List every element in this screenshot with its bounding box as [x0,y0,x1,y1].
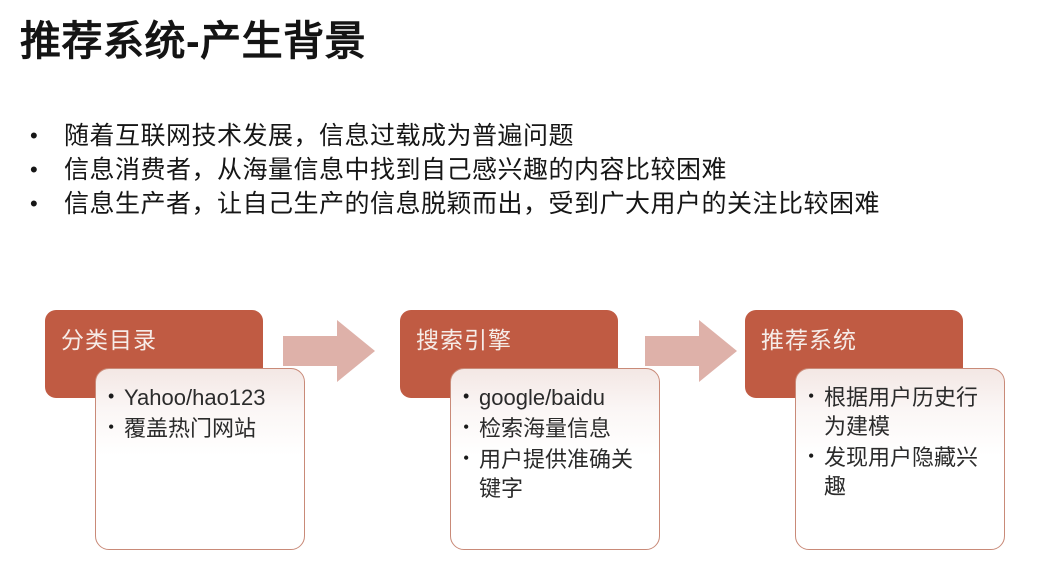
list-item-label: 发现用户隐藏兴趣 [824,445,979,500]
stage-card-list: • 根据用户历史行为建模 • 发现用户隐藏兴趣 [808,383,994,501]
bullet-marker-icon: • [463,417,470,438]
list-item-label: 信息生产者，让自己生产的信息脱颖而出，受到广大用户的关注比较困难 [64,190,881,218]
list-item: • google/baidu [463,383,649,412]
diagram-stage-3: 推荐系统 • 根据用户历史行为建模 • 发现用户隐藏兴趣 [745,300,1035,558]
list-item-label: 覆盖热门网站 [124,416,257,442]
bullet-marker-icon: • [108,417,115,438]
list-item-label: 随着互联网技术发展，信息过载成为普遍问题 [64,122,575,150]
list-item: • 检索海量信息 [463,414,649,443]
bullet-marker-icon: • [30,157,38,182]
list-item-label: 信息消费者，从海量信息中找到自己感兴趣的内容比较困难 [64,156,728,184]
stage-header-label: 搜索引擎 [416,328,512,353]
list-item: • 根据用户历史行为建模 [808,383,994,441]
list-item: • Yahoo/hao123 [108,383,294,412]
list-item: • 信息生产者，让自己生产的信息脱颖而出，受到广大用户的关注比较困难 [30,188,1010,221]
bullet-marker-icon: • [30,123,38,148]
list-item: • 覆盖热门网站 [108,414,294,443]
page-title: 推荐系统-产生背景 [20,18,367,64]
stage-card-list: • google/baidu • 检索海量信息 • 用户提供准确关键字 [463,383,649,503]
bullet-list: • 随着互联网技术发展，信息过载成为普遍问题 • 信息消费者，从海量信息中找到自… [30,120,1010,222]
arrow-right-icon [645,320,737,382]
list-item: • 随着互联网技术发展，信息过载成为普遍问题 [30,120,1010,153]
list-item: • 发现用户隐藏兴趣 [808,443,994,501]
stage-card-2: • google/baidu • 检索海量信息 • 用户提供准确关键字 [450,368,660,550]
bullet-marker-icon: • [808,446,815,467]
stage-card-1: • Yahoo/hao123 • 覆盖热门网站 [95,368,305,550]
list-item-label: 根据用户历史行为建模 [824,385,979,440]
list-item-label: 用户提供准确关键字 [479,447,634,502]
diagram-stage-2: 搜索引擎 • google/baidu • 检索海量信息 • 用户提供准确关键字 [400,300,690,558]
list-item-label: google/baidu [479,385,606,410]
diagram-stage-1: 分类目录 • Yahoo/hao123 • 覆盖热门网站 [45,300,335,558]
stage-header-label: 推荐系统 [761,328,857,353]
stage-card-3: • 根据用户历史行为建模 • 发现用户隐藏兴趣 [795,368,1005,550]
stage-header-label: 分类目录 [61,328,157,353]
list-item-label: 检索海量信息 [479,416,612,442]
bullet-marker-icon: • [463,386,470,406]
list-item-label: Yahoo/hao123 [124,385,266,410]
bullet-marker-icon: • [30,191,38,216]
bullet-marker-icon: • [108,386,115,406]
stage-card-list: • Yahoo/hao123 • 覆盖热门网站 [108,383,294,443]
list-item: • 信息消费者，从海量信息中找到自己感兴趣的内容比较困难 [30,154,1010,187]
arrow-right-icon [283,320,375,382]
bullet-marker-icon: • [808,386,815,406]
bullet-marker-icon: • [463,448,470,469]
list-item: • 用户提供准确关键字 [463,445,649,503]
process-diagram: 分类目录 • Yahoo/hao123 • 覆盖热门网站 搜索引擎 [0,300,1044,570]
